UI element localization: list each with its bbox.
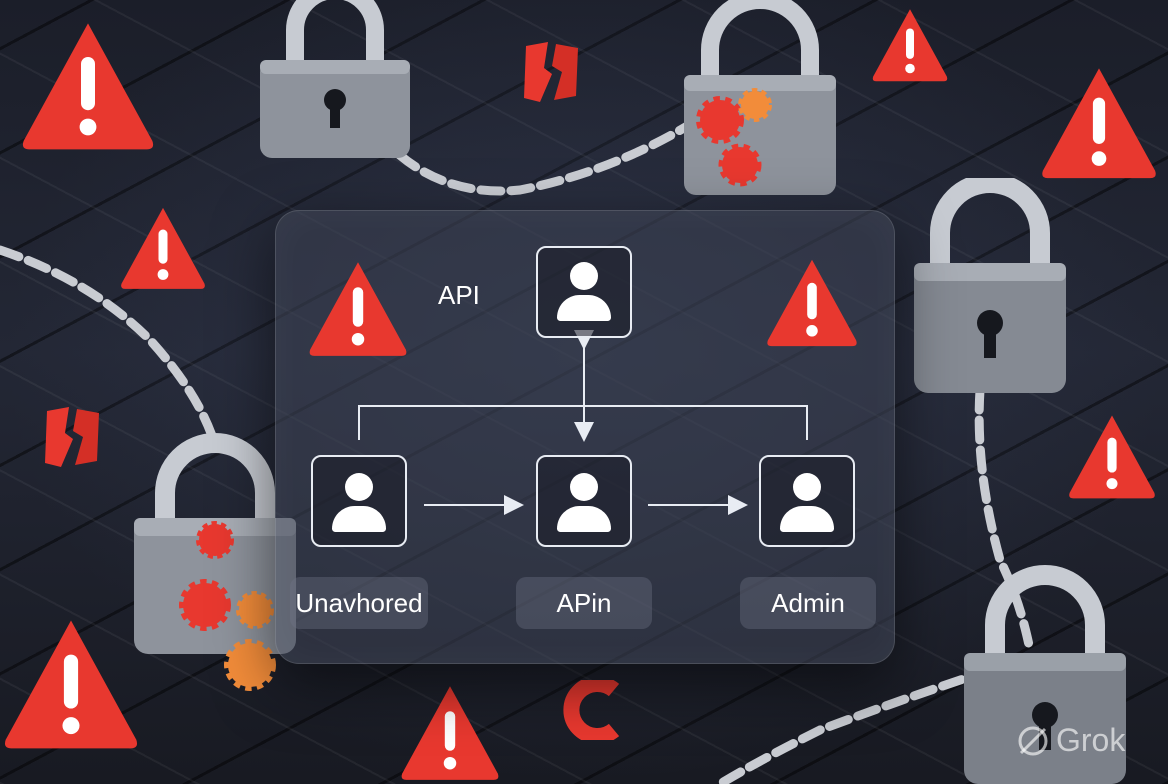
warning-icon	[764, 254, 860, 350]
warning-icon	[306, 256, 410, 360]
apin-user-node	[536, 455, 632, 547]
padlock-icon	[910, 178, 1070, 398]
node-label-unauthorized: Unavhored	[290, 577, 428, 629]
padlock-icon	[250, 0, 420, 160]
broken-ring-icon	[563, 680, 620, 740]
admin-user-node	[759, 455, 855, 547]
warning-icon	[18, 10, 158, 160]
unauthorized-user-node	[311, 455, 407, 547]
warning-icon	[1062, 410, 1162, 502]
api-label: API	[438, 280, 480, 310]
gears-icon	[696, 88, 772, 187]
user-icon	[780, 473, 834, 532]
gears-icon	[179, 521, 276, 691]
watermark: Grok	[1016, 722, 1125, 759]
node-label-apin: APin	[516, 577, 652, 629]
node-label-admin: Admin	[740, 577, 876, 629]
padlock-icon	[960, 565, 1130, 784]
warning-icon	[1038, 58, 1160, 186]
user-icon	[557, 473, 611, 532]
api-user-node	[536, 246, 632, 338]
warning-icon	[870, 2, 950, 87]
warning-icon	[118, 200, 208, 295]
broken-link-icon	[45, 407, 99, 467]
broken-link-icon	[524, 42, 578, 102]
warning-icon	[395, 680, 505, 784]
user-icon	[332, 473, 386, 532]
watermark-text: Grok	[1056, 722, 1126, 758]
user-icon	[557, 262, 611, 321]
grok-logo-icon	[1018, 726, 1048, 755]
warning-icon	[0, 608, 142, 758]
